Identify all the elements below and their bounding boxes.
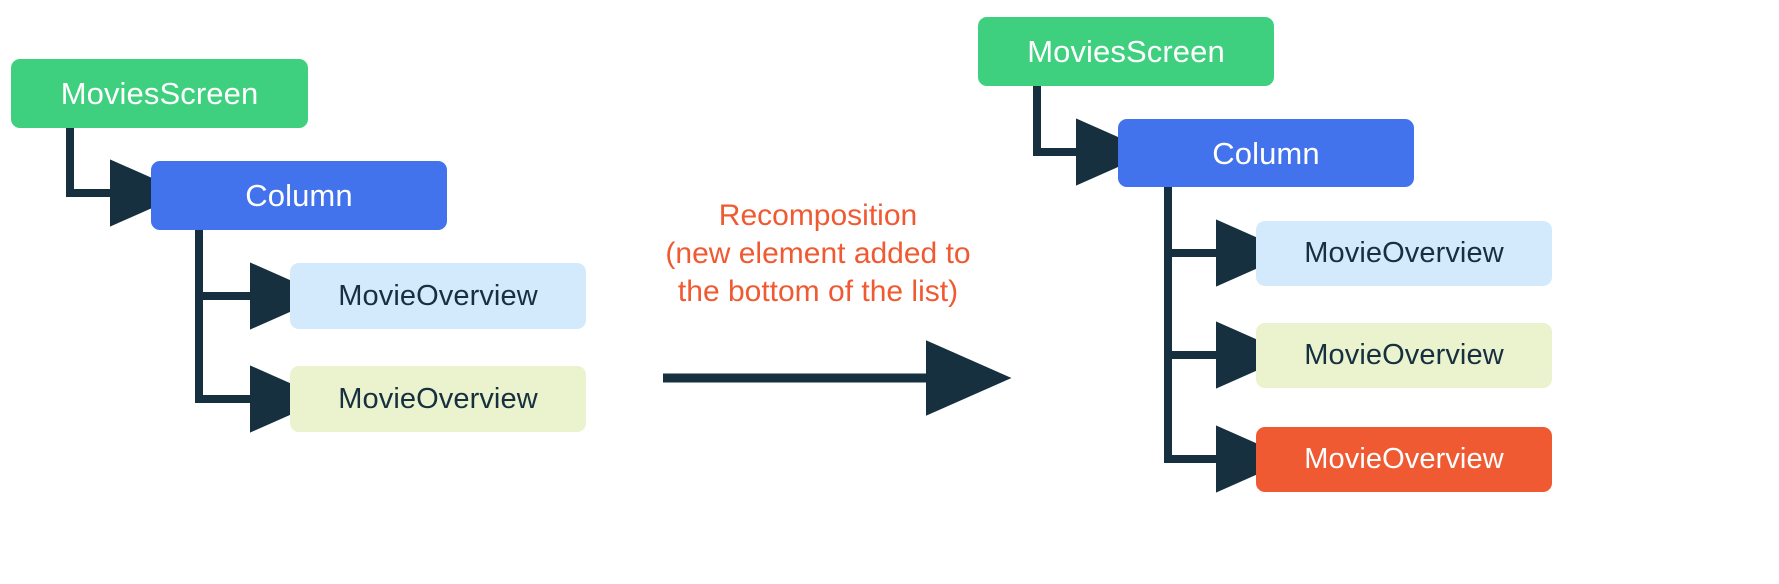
node-movie-overview-2-before[interactable]: MovieOverview xyxy=(290,366,586,432)
node-label: Column xyxy=(1212,135,1320,171)
node-label: MovieOverview xyxy=(338,279,538,312)
node-movie-overview-1-before[interactable]: MovieOverview xyxy=(290,263,586,329)
node-movie-overview-3-after[interactable]: MovieOverview xyxy=(1256,427,1552,492)
node-label: MovieOverview xyxy=(1304,443,1504,475)
caption-line-1: Recomposition xyxy=(718,199,918,232)
node-column-after[interactable]: Column xyxy=(1118,119,1414,187)
connector-column-children-left xyxy=(195,226,326,433)
caption-line-2: (new element added to xyxy=(665,237,971,270)
connector-movies-screen-to-column-right xyxy=(1033,82,1152,186)
node-label: MovieOverview xyxy=(1304,339,1504,371)
node-label: MovieOverview xyxy=(338,382,538,415)
node-label: Column xyxy=(245,178,353,213)
node-movie-overview-1-after[interactable]: MovieOverview xyxy=(1256,221,1552,286)
recomposition-caption: Recomposition (new element added to the … xyxy=(583,197,1053,311)
node-movies-screen-before[interactable]: MoviesScreen xyxy=(11,59,308,128)
connector-movies-screen-to-column-left xyxy=(66,124,186,227)
node-label: MovieOverview xyxy=(1304,237,1504,269)
node-column-before[interactable]: Column xyxy=(151,161,447,230)
node-label: MoviesScreen xyxy=(1027,34,1225,69)
caption-line-3: the bottom of the list) xyxy=(677,275,959,308)
connector-column-children-right xyxy=(1164,184,1292,493)
node-label: MoviesScreen xyxy=(60,76,259,111)
node-movie-overview-2-after[interactable]: MovieOverview xyxy=(1256,323,1552,388)
node-movies-screen-after[interactable]: MoviesScreen xyxy=(978,17,1274,86)
